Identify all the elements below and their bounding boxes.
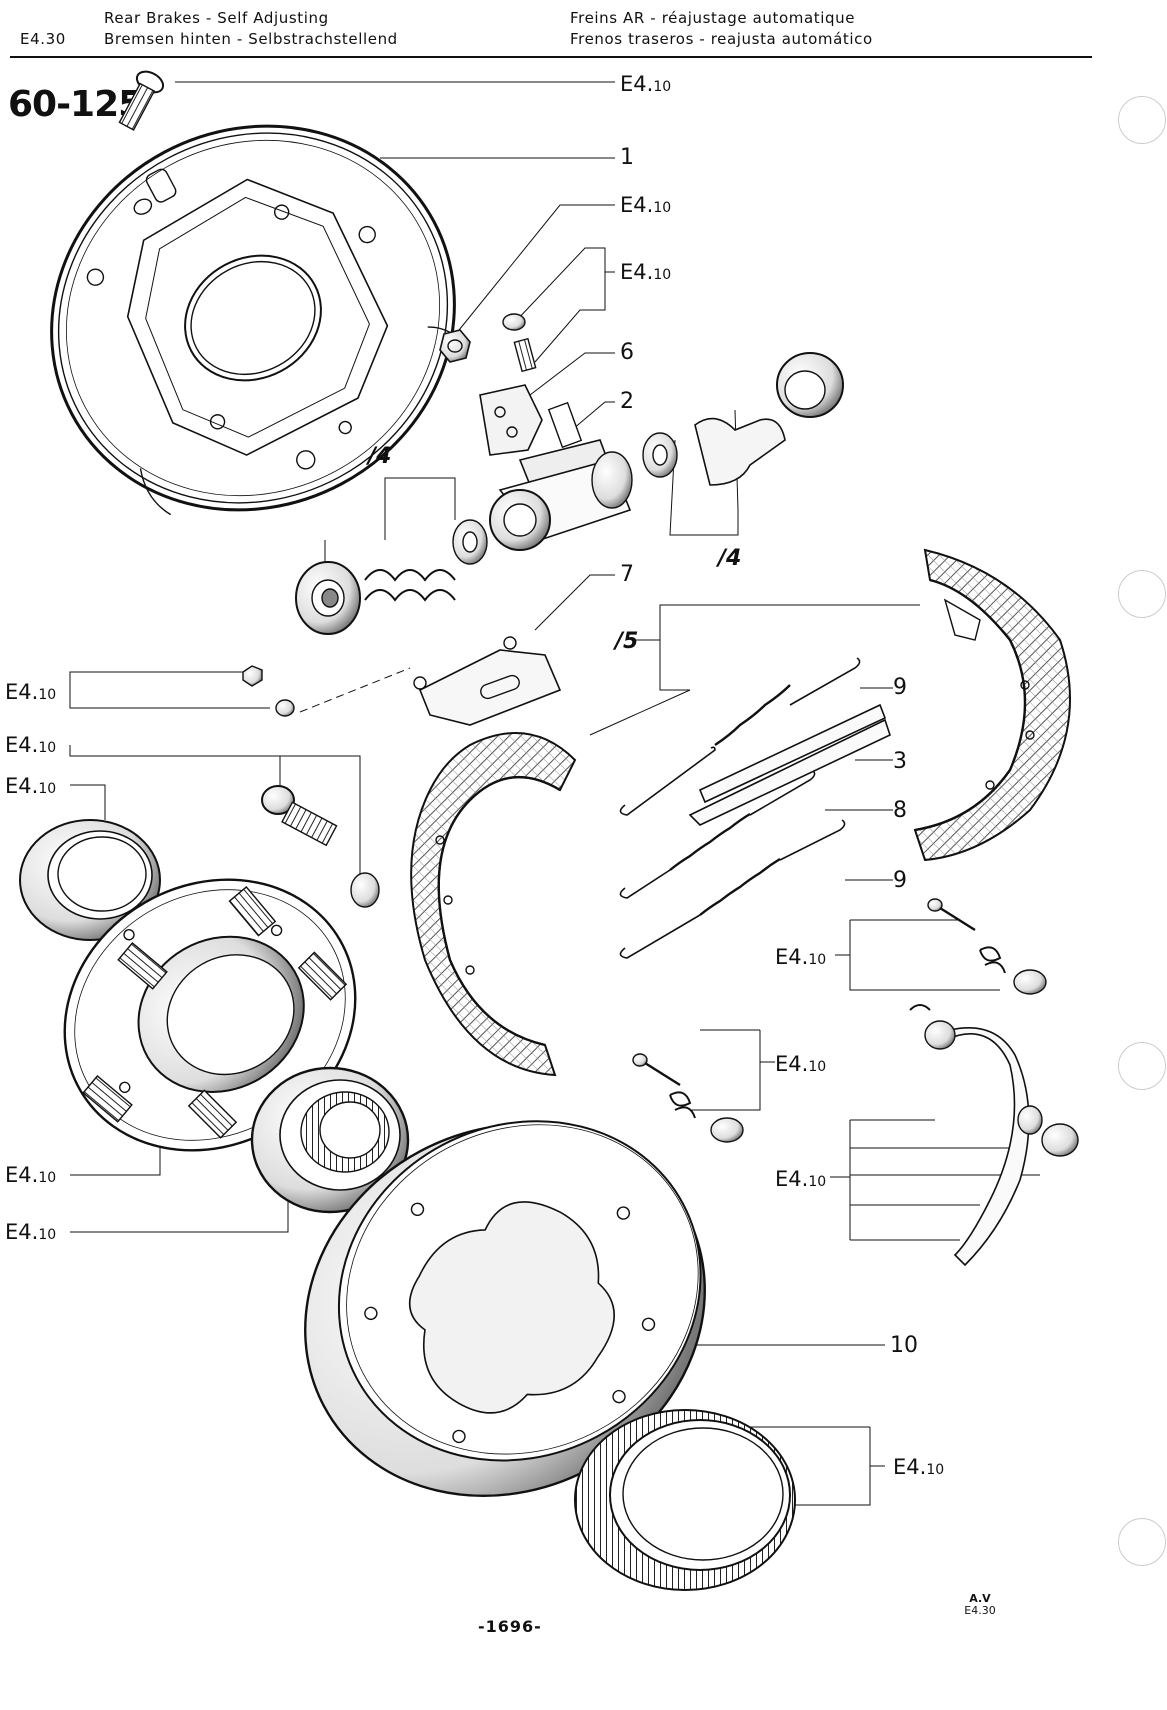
small-nut — [242, 665, 295, 717]
adjuster-lever — [413, 636, 562, 726]
brake-shoe-left — [410, 732, 577, 1077]
ref-label: E4.10 — [775, 1167, 827, 1191]
brake-shoe-right — [913, 548, 1071, 862]
callout-3: 6 — [620, 340, 634, 365]
callout-7: 7 — [620, 562, 634, 587]
hold-down-pin-right — [927, 898, 1047, 995]
callout-10: 10 — [890, 1333, 918, 1358]
wheel-stud — [118, 70, 165, 131]
self-adjuster-lever — [909, 1004, 1079, 1267]
page-number: -1696- — [478, 1617, 542, 1636]
binder-hole — [1118, 96, 1166, 144]
header-rule — [10, 56, 1092, 58]
callout-1: 1 — [620, 145, 634, 170]
publisher-mark: A.V E4.30 — [964, 1592, 996, 1617]
binder-hole — [1118, 570, 1166, 618]
callout-8: 8 — [893, 798, 907, 823]
ref-label: E4.10 — [5, 680, 57, 704]
title-fr: Freins AR - réajustage automatique — [570, 9, 856, 27]
brake-drum — [304, 1120, 706, 1497]
piston-set-left — [295, 519, 488, 635]
oil-seal — [19, 819, 161, 941]
ref-label: E4.10 — [620, 193, 672, 217]
callout-2: 2 — [620, 389, 634, 414]
hold-down-pin-left — [632, 1053, 744, 1143]
callout-9: 9 — [893, 675, 907, 700]
title-es: Frenos traseros - reajusta automático — [570, 30, 873, 48]
hub-nut — [574, 1409, 796, 1591]
title-en: Rear Brakes - Self Adjusting — [104, 9, 329, 27]
binder-hole — [1118, 1518, 1166, 1566]
callout-9: 9 — [893, 868, 907, 893]
group-mark-4: /4 — [368, 444, 392, 469]
ref-label: E4.10 — [620, 72, 672, 96]
washer — [350, 872, 380, 908]
callout-6: 3 — [893, 749, 907, 774]
group-mark-5: /5 — [615, 629, 639, 654]
wheel-cylinder — [489, 401, 633, 551]
hub-studs — [82, 885, 348, 1139]
hub-stud — [261, 785, 338, 847]
ref-label: E4.10 — [5, 1220, 57, 1244]
ref-label: E4.10 — [5, 733, 57, 757]
ref-label: E4.10 — [775, 945, 827, 969]
bleed-screw — [502, 313, 537, 373]
wheel-bearing — [250, 1066, 410, 1214]
cylinder-plate — [479, 384, 543, 456]
ref-label: E4.10 — [620, 260, 672, 284]
binder-hole — [1118, 1042, 1166, 1090]
ref-label: E4.10 — [893, 1455, 945, 1479]
group-mark-4: /4 — [718, 546, 742, 571]
title-de: Bremsen hinten - Selbstrachstellend — [104, 30, 398, 48]
piston-set-right — [642, 352, 844, 486]
springs — [619, 657, 891, 959]
ref-label: E4.10 — [775, 1052, 827, 1076]
ref-label: E4.10 — [5, 1163, 57, 1187]
ref-label: E4.10 — [5, 774, 57, 798]
backing-plate — [50, 124, 467, 516]
section-code: E4.30 — [20, 30, 66, 48]
nut — [439, 329, 471, 363]
page-code: 60-125 — [8, 84, 143, 125]
